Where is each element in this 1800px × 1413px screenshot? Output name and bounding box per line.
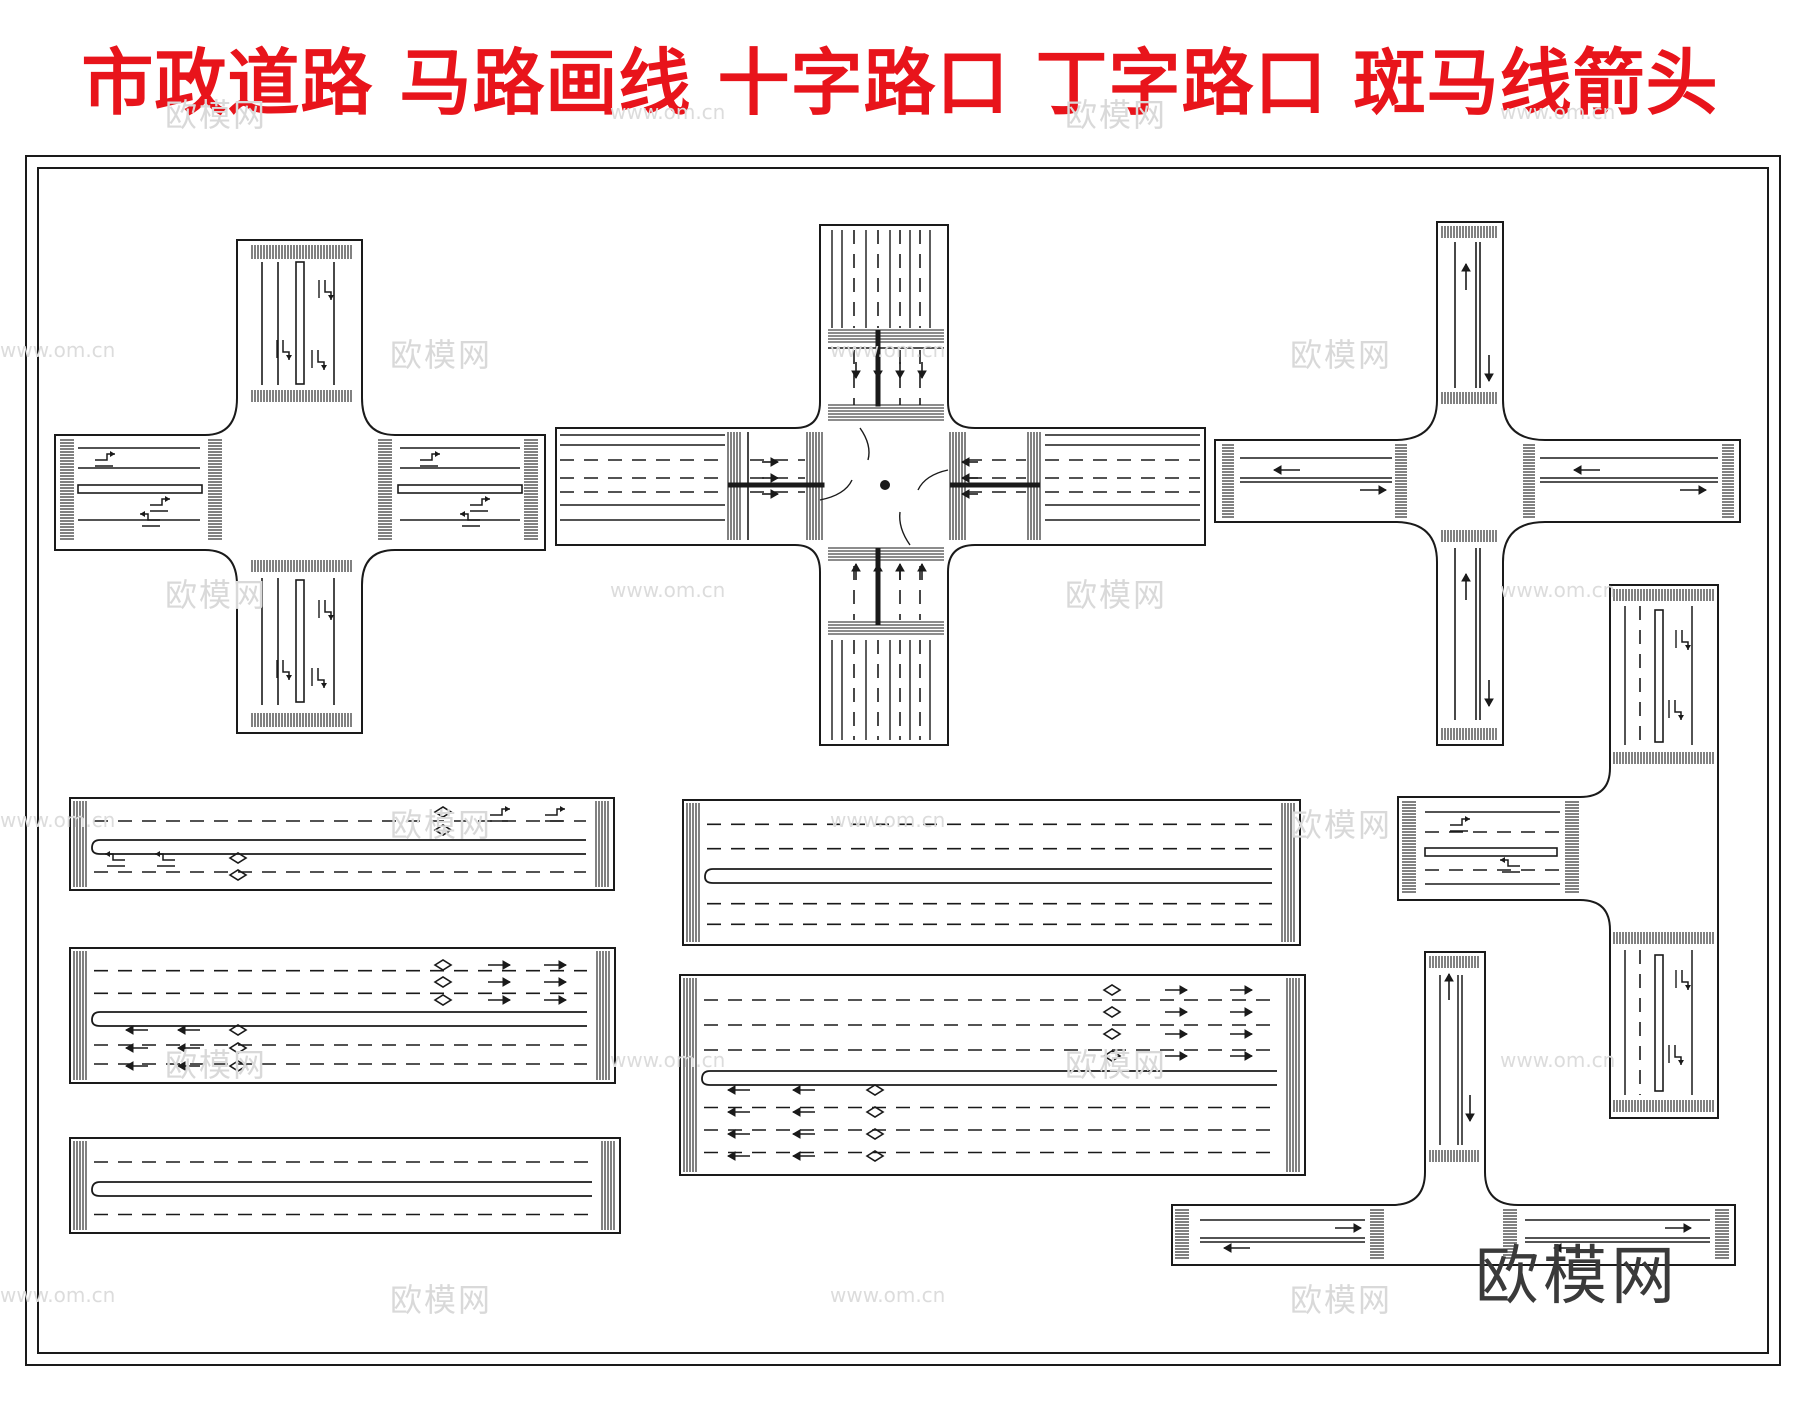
cross-intersection-1 <box>54 239 546 734</box>
watermark-11: 欧模网 <box>390 1281 493 1319</box>
watermark-6: 欧模网 <box>1065 576 1168 614</box>
watermark-2: 欧模网 <box>1065 96 1168 134</box>
road-segment-1 <box>69 797 615 891</box>
watermark-url-10: www.om.cn <box>1500 1048 1616 1072</box>
watermark-url-8: www.om.cn <box>830 808 946 832</box>
t-intersection-2 <box>1171 951 1736 1266</box>
road-segment-4 <box>682 799 1301 946</box>
watermark-1: 欧模网 <box>165 96 268 134</box>
watermark-url-1: www.om.cn <box>610 100 726 124</box>
road-segment-3 <box>69 1137 621 1234</box>
watermark-url-7: www.om.cn <box>0 808 116 832</box>
t-intersection-1 <box>1397 584 1719 1119</box>
road-segment-2 <box>69 947 616 1084</box>
watermark-url-3: www.om.cn <box>0 338 116 362</box>
watermark-url-6: www.om.cn <box>1500 578 1616 602</box>
watermark-4: 欧模网 <box>1290 336 1393 374</box>
watermark-url-4: www.om.cn <box>830 338 946 362</box>
watermark-url-11: www.om.cn <box>0 1283 116 1307</box>
watermark-3: 欧模网 <box>390 336 493 374</box>
watermark-5: 欧模网 <box>165 576 268 614</box>
brand-watermark: 欧模网 <box>1475 1240 1679 1314</box>
watermark-12: 欧模网 <box>1290 1281 1393 1319</box>
watermark-8: 欧模网 <box>1290 806 1393 844</box>
cross-intersection-2 <box>555 224 1206 746</box>
road-segment-5 <box>679 974 1306 1176</box>
watermark-url-2: www.om.cn <box>1500 100 1616 124</box>
watermark-9: 欧模网 <box>165 1046 268 1084</box>
watermark-10: 欧模网 <box>1065 1046 1168 1084</box>
cross-intersection-3 <box>1214 221 1741 746</box>
watermark-url-9: www.om.cn <box>610 1048 726 1072</box>
drawing-frame <box>37 167 1769 1354</box>
watermark-url-12: www.om.cn <box>830 1283 946 1307</box>
watermark-7: 欧模网 <box>390 806 493 844</box>
watermark-url-5: www.om.cn <box>610 578 726 602</box>
